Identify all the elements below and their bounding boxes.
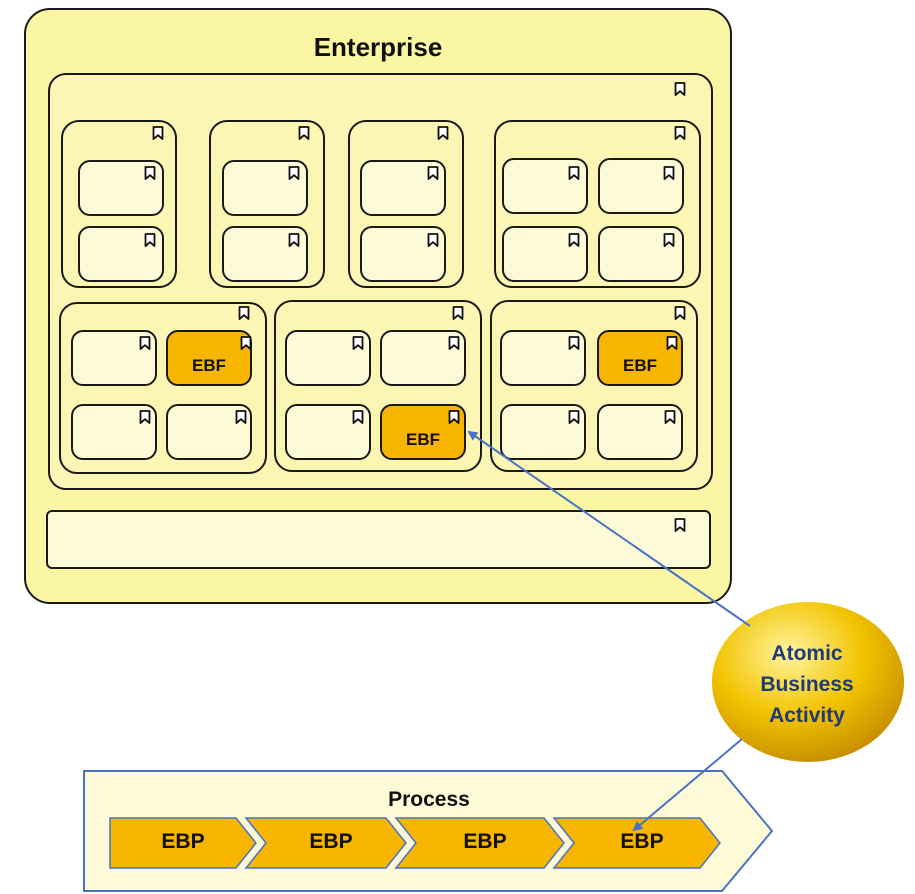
capability-box xyxy=(78,226,164,282)
bubble-line-3: Activity xyxy=(769,704,845,727)
ebf-label: EBF xyxy=(192,356,226,375)
atomic-business-activity-bubble xyxy=(712,602,904,762)
capability-box xyxy=(78,160,164,216)
ebp-step-4 xyxy=(552,817,721,869)
ebp-step-3 xyxy=(394,817,565,869)
bubble-line-2: Business xyxy=(760,673,854,696)
bubble-line-1: Atomic xyxy=(771,642,843,665)
ebp-label: EBP xyxy=(161,830,205,853)
ebp-label: EBP xyxy=(620,830,664,853)
process-title: Process xyxy=(388,788,470,811)
ebp-step-2 xyxy=(244,817,407,869)
capability-box xyxy=(500,404,586,460)
capability-box xyxy=(360,226,446,282)
ebp-label: EBP xyxy=(463,830,507,853)
process-steps xyxy=(109,817,721,869)
bubble-label: Atomic Business Activity xyxy=(712,638,902,731)
ebf-label: EBF xyxy=(406,430,440,449)
enterprise-title: Enterprise xyxy=(313,32,443,62)
ebp-step-1 xyxy=(109,817,257,869)
ebp-label: EBP xyxy=(309,830,353,853)
arrow-to-ebf xyxy=(467,430,751,627)
ebf-box: EBF xyxy=(166,330,252,386)
ebf-label: EBF xyxy=(623,356,657,375)
arrow-to-ebp xyxy=(632,738,743,832)
shared-capability-band xyxy=(46,510,711,569)
